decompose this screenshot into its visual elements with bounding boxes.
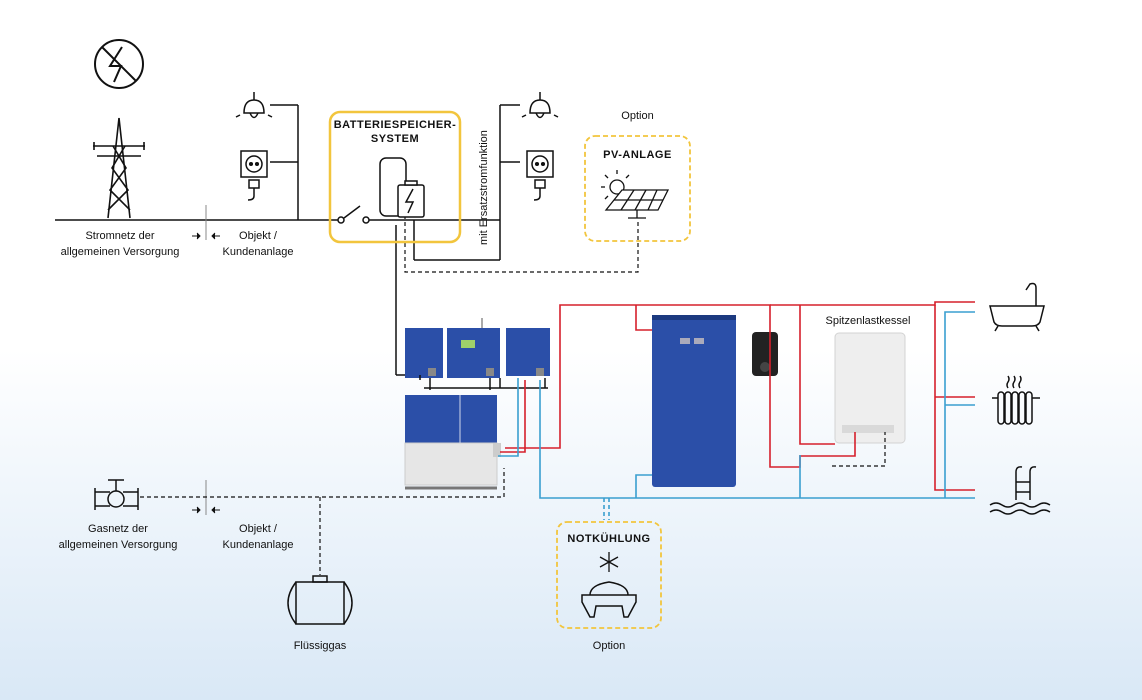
bathtub-icon xyxy=(989,282,1045,332)
gasnetz-line-2: allgemeinen Versorgung xyxy=(58,539,178,551)
objekt-line-1: Objekt / xyxy=(239,230,277,242)
spitzenlast-label: Spitzenlastkessel xyxy=(825,315,911,327)
snowflake-icon xyxy=(599,552,619,572)
stromnetz-line-1: Stromnetz der xyxy=(85,230,155,242)
radiator-icon xyxy=(992,375,1040,425)
objekt-gas-line-2: Kundenanlage xyxy=(222,539,294,551)
battery-title-line-2: SYSTEM xyxy=(370,133,420,145)
pv-box xyxy=(584,135,691,242)
gasnetz-line-1: Gasnetz der xyxy=(88,523,148,535)
gas-valve-icon xyxy=(94,479,139,510)
control-cabinet-3 xyxy=(506,328,550,376)
power-pylon-icon xyxy=(93,117,145,219)
storage-tank xyxy=(652,315,736,487)
peak-boiler xyxy=(834,332,906,444)
dry-cooler-icon xyxy=(581,581,637,618)
battery-system-box xyxy=(328,110,462,244)
ersatzstrom-label: mit Ersatzstromfunktion xyxy=(478,130,490,245)
objekt-gas-line-1: Objekt / xyxy=(239,523,277,535)
option-pv-label: Option xyxy=(621,110,654,122)
pump-unit xyxy=(752,332,778,376)
solar-panel-icon xyxy=(601,170,670,219)
battery-icon xyxy=(379,157,425,218)
gasnetz-label: Gasnetz der allgemeinen Versorgung xyxy=(48,521,188,553)
objekt-line-2: Kundenanlage xyxy=(222,246,294,258)
pv-anlage-title: PV-ANLAGE xyxy=(603,149,672,161)
objekt-label: Objekt / Kundenanlage xyxy=(213,228,303,260)
chp-unit xyxy=(404,395,501,490)
cooling-box xyxy=(556,521,662,629)
control-cabinet-2 xyxy=(447,318,500,378)
socket-icon xyxy=(526,150,554,201)
stromnetz-line-2: allgemeinen Versorgung xyxy=(60,246,180,258)
gas-tank-icon xyxy=(287,575,353,625)
fluessiggas-label: Flüssiggas xyxy=(293,640,347,652)
stromnetz-label: Stromnetz der allgemeinen Versorgung xyxy=(50,228,190,260)
notkuehlung-title: NOTKÜHLUNG xyxy=(567,533,651,545)
lamp-icon xyxy=(521,92,559,119)
socket-icon xyxy=(240,150,268,201)
control-cabinet-1 xyxy=(405,328,443,378)
battery-title-line-1: BATTERIESPEICHER- xyxy=(333,119,457,131)
objekt-gas-label: Objekt / Kundenanlage xyxy=(213,521,303,553)
pool-icon xyxy=(989,466,1051,515)
battery-system-title: BATTERIESPEICHER- SYSTEM xyxy=(332,118,458,146)
no-power-icon xyxy=(94,39,144,89)
option-kuehlung-label: Option xyxy=(592,640,626,652)
lamp-icon xyxy=(235,92,273,119)
